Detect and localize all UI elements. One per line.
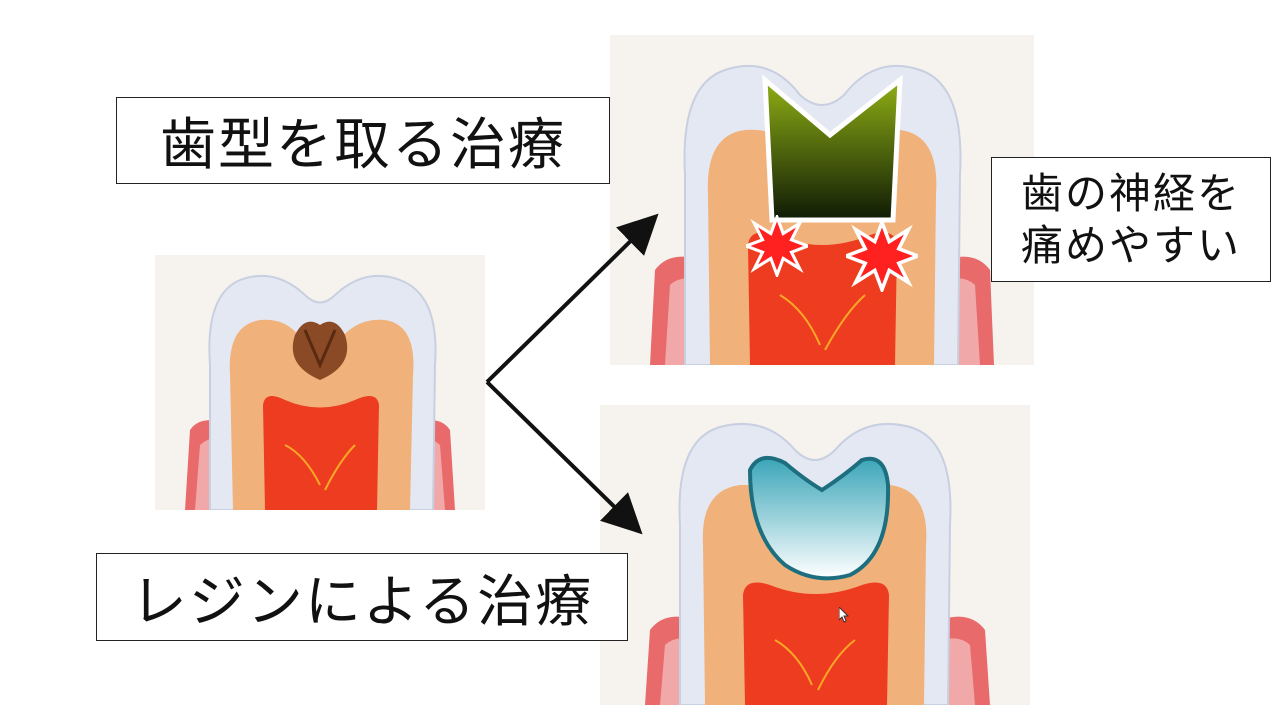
pain-burst-icon bbox=[746, 215, 808, 277]
pain-burst-icon bbox=[846, 220, 918, 292]
resin-tooth-illustration bbox=[600, 405, 1030, 705]
decayed-tooth-svg bbox=[155, 255, 485, 510]
resin-treatment-text: レジンによる治療 bbox=[130, 569, 594, 635]
nerve-pain-line1: 歯の神経を bbox=[1020, 168, 1241, 218]
nerve-pain-note: 歯の神経を 痛めやすい bbox=[991, 157, 1271, 282]
cursor-icon bbox=[839, 607, 849, 623]
nerve-pain-line2: 痛めやすい bbox=[1020, 220, 1241, 270]
impression-treatment-label: 歯型を取る治療 bbox=[116, 97, 610, 184]
decayed-tooth-illustration bbox=[155, 255, 485, 510]
impression-treatment-text: 歯型を取る治療 bbox=[160, 113, 566, 178]
resin-treatment-label: レジンによる治療 bbox=[96, 553, 628, 641]
inlay-tooth-svg bbox=[610, 35, 1034, 365]
inlay-tooth-illustration bbox=[610, 35, 1034, 365]
resin-tooth-svg bbox=[600, 405, 1030, 705]
